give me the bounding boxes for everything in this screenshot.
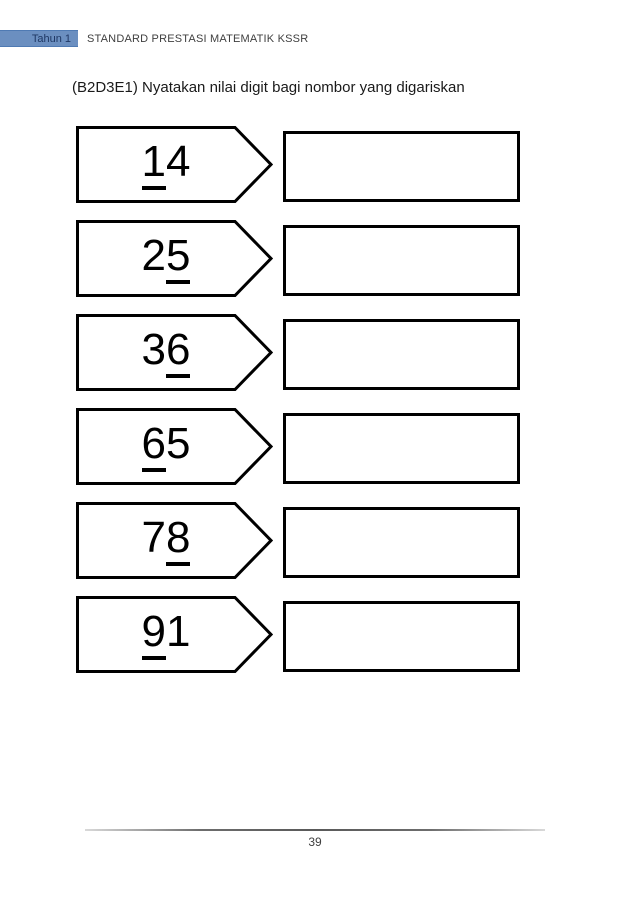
digit-plain: 2 bbox=[141, 230, 166, 280]
arrow-shape bbox=[76, 408, 273, 485]
instruction-text: (B2D3E1) Nyatakan nilai digit bagi nombo… bbox=[72, 79, 465, 96]
digit-underlined: 8 bbox=[166, 515, 191, 566]
digit-underlined: 6 bbox=[166, 327, 191, 378]
answer-box bbox=[283, 413, 520, 484]
answer-box bbox=[283, 131, 520, 202]
year-tab: Tahun 1 bbox=[0, 30, 78, 47]
arrow-shape bbox=[76, 126, 273, 203]
answer-box bbox=[283, 507, 520, 578]
digit-plain: 4 bbox=[166, 136, 191, 186]
digit-plain: 3 bbox=[141, 324, 166, 374]
digit-underlined: 6 bbox=[141, 421, 166, 472]
digit-underlined: 9 bbox=[141, 609, 166, 660]
digit-plain: 5 bbox=[166, 418, 191, 468]
digit-plain: 7 bbox=[141, 512, 166, 562]
arrow-shape bbox=[76, 502, 273, 579]
digit-plain: 1 bbox=[166, 606, 191, 656]
arrow-shape bbox=[76, 314, 273, 391]
footer-divider bbox=[85, 829, 545, 831]
answer-box bbox=[283, 601, 520, 672]
digit-underlined: 5 bbox=[166, 233, 191, 284]
digit-underlined: 1 bbox=[141, 139, 166, 190]
arrow-shape bbox=[76, 220, 273, 297]
header-title: STANDARD PRESTASI MATEMATIK KSSR bbox=[87, 33, 309, 45]
answer-box bbox=[283, 319, 520, 390]
arrow-shape bbox=[76, 596, 273, 673]
page-number: 39 bbox=[308, 835, 322, 849]
answer-box bbox=[283, 225, 520, 296]
